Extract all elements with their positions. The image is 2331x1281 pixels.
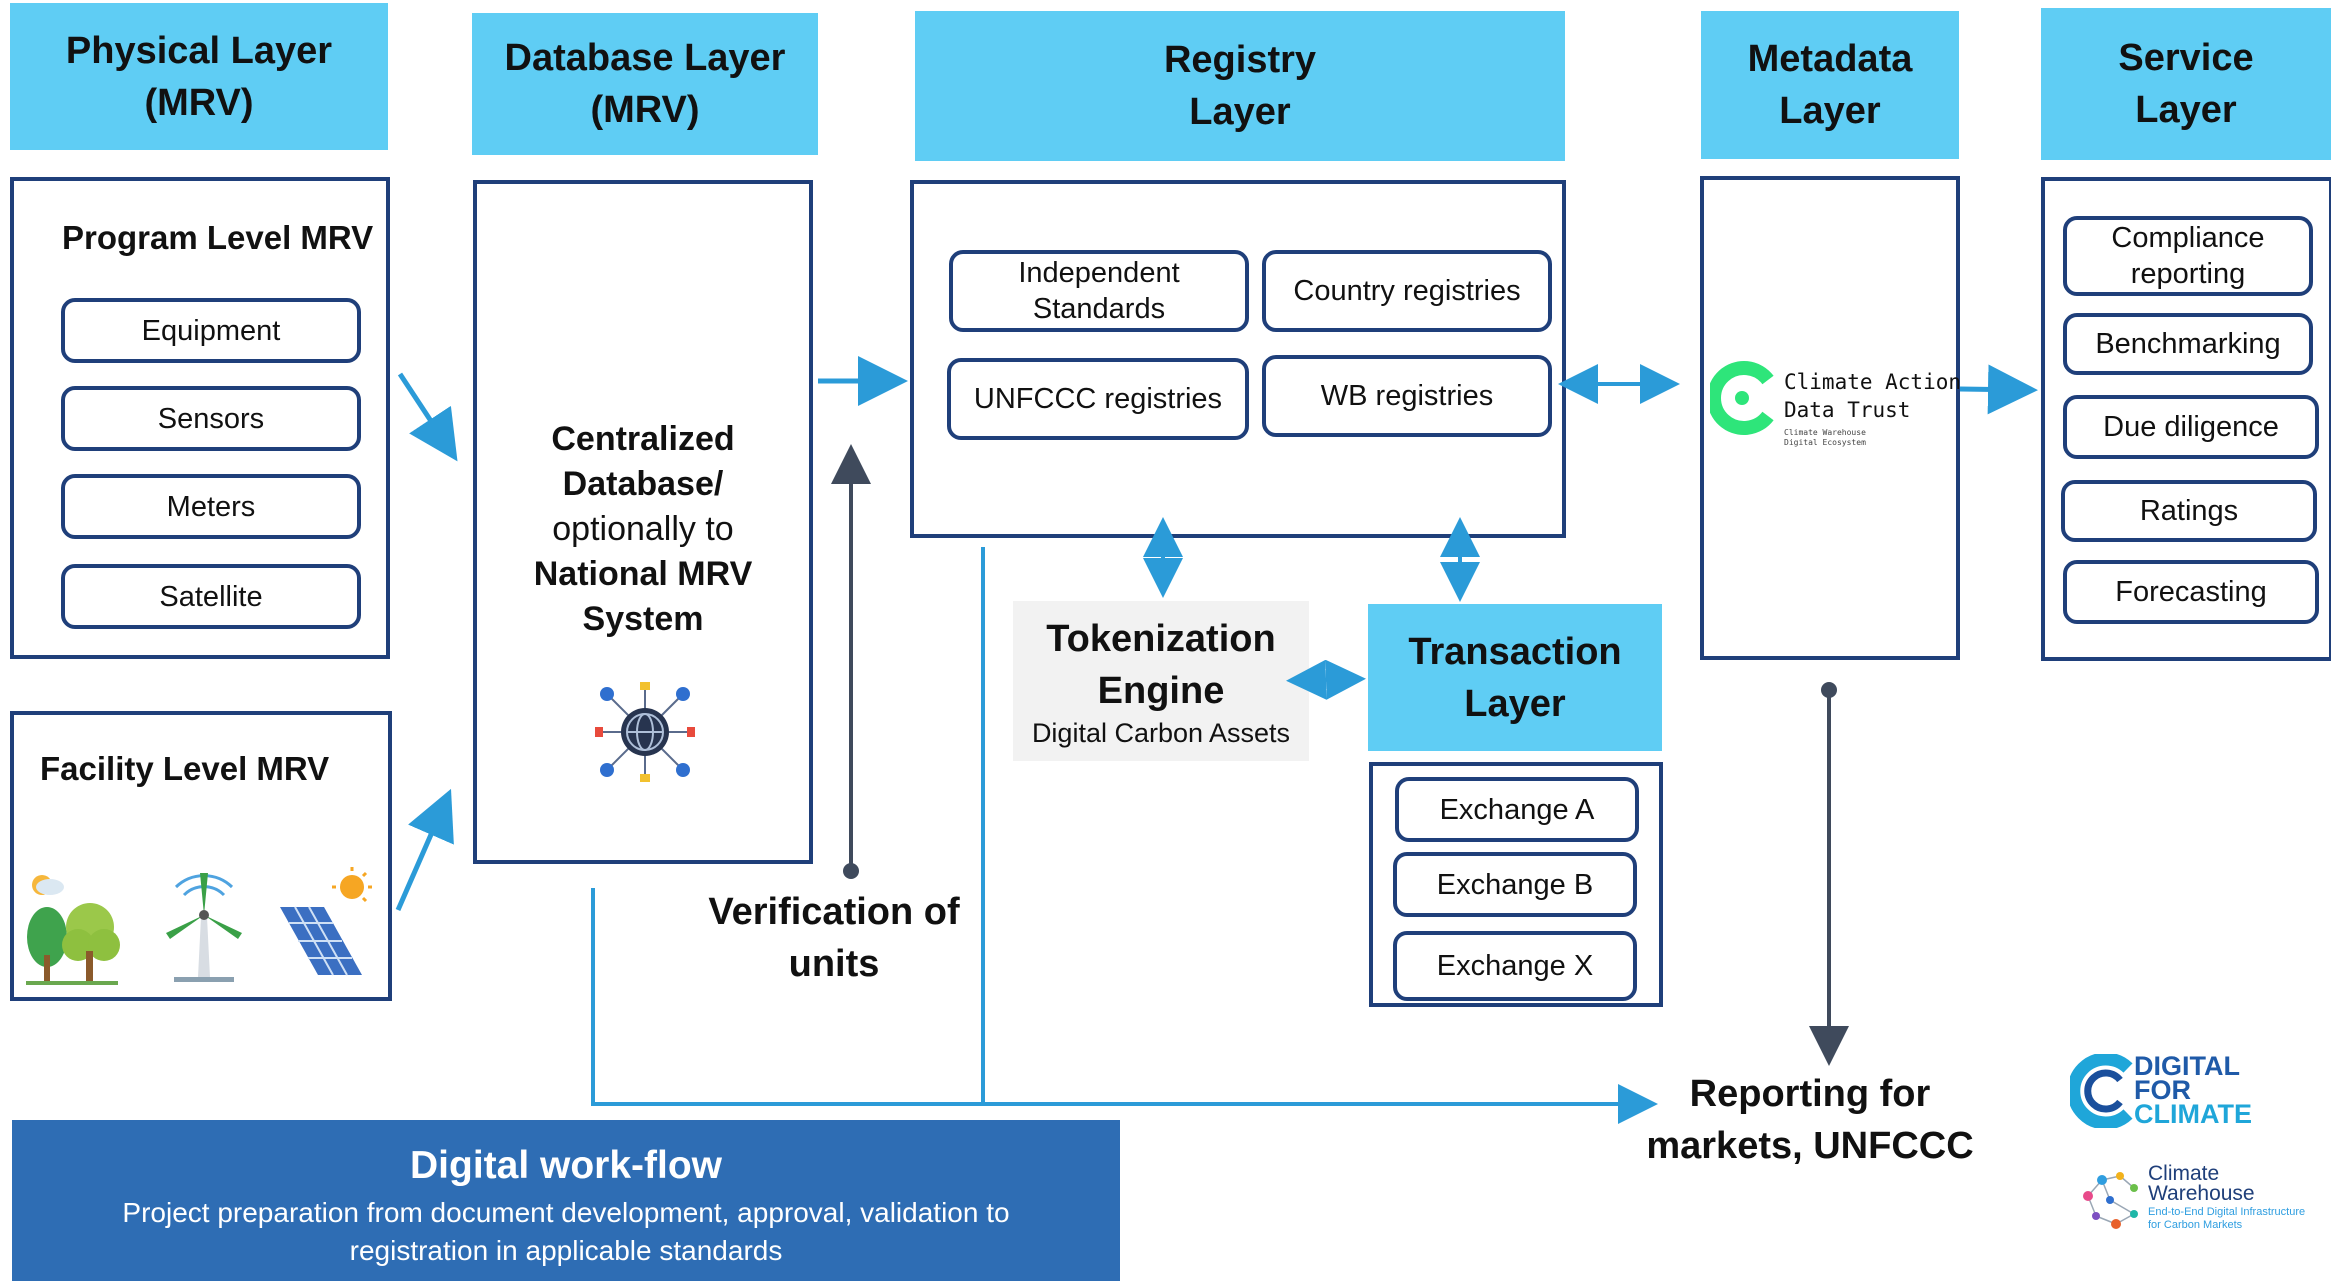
d4c-line2: FOR <box>2134 1075 2191 1105</box>
digital-workflow-title: Digital work-flow <box>410 1144 722 1187</box>
registry-layer-panel: Independent Standards Country registries… <box>910 180 1566 538</box>
sensors-item: Sensors <box>61 386 361 451</box>
cw-line1: Climate <box>2148 1162 2220 1185</box>
verification-of-units-label: Verification of units <box>708 891 960 985</box>
cadt-name: Climate Action Data Trust Climate Wareho… <box>1784 368 1961 448</box>
metadata-layer-panel: Climate Action Data Trust Climate Wareho… <box>1700 176 1961 660</box>
program-level-mrv-panel: Program Level MRV Equipment Sensors Mete… <box>10 177 390 659</box>
program-level-mrv-title: Program Level MRV <box>62 219 374 256</box>
climate-warehouse-wordmark: Climate Warehouse End-to-End Digital Inf… <box>2148 1162 2306 1232</box>
digital-workflow-description: Project preparation from document develo… <box>122 1197 1010 1266</box>
centralized-database-panel: Centralized Database/ optionally to Nati… <box>473 180 813 864</box>
benchmarking-item: Benchmarking <box>2063 313 2313 375</box>
verification-connector-dot <box>843 863 859 879</box>
cadt-small2: Digital Ecosystem <box>1784 438 1866 447</box>
d4c-line1: DIGITAL <box>2134 1051 2240 1081</box>
forecasting-item: Forecasting <box>2063 560 2319 624</box>
country-registries-item: Country registries <box>1262 250 1552 332</box>
solar-panel-icon <box>280 867 372 976</box>
reporting-for-markets-label: Reporting for markets, UNFCCC <box>1646 1073 1974 1167</box>
metadata-layer-header: Metadata Layer <box>1701 11 1959 159</box>
transaction-layer-panel: Exchange A Exchange B Exchange X <box>1369 762 1663 1007</box>
trees-icon <box>26 875 120 985</box>
wind-turbine-icon <box>166 873 242 982</box>
tokenization-engine-subtitle: Digital Carbon Assets <box>1031 718 1291 748</box>
wb-registries-item: WB registries <box>1262 355 1552 437</box>
exchange-b-item: Exchange B <box>1393 852 1637 917</box>
d4c-line3: CLIMATE <box>2134 1099 2252 1129</box>
climate-warehouse-logo-icon <box>2083 1172 2138 1229</box>
cw-line2: Warehouse <box>2148 1182 2255 1205</box>
facility-to-database-arrow <box>395 788 454 912</box>
database-line1: Centralized <box>551 420 735 458</box>
database-to-reporting-line <box>591 888 1658 1124</box>
independent-standards-item: Independent Standards <box>949 250 1249 332</box>
physical-layer-header: Physical Layer (MRV) <box>10 3 388 150</box>
unfccc-registries-item: UNFCCC registries <box>947 358 1249 440</box>
satellite-item: Satellite <box>61 564 361 629</box>
cw-line4: for Carbon Markets <box>2148 1219 2243 1231</box>
network-globe-icon <box>595 682 695 782</box>
tokenization-transaction-arrow <box>1286 659 1366 700</box>
exchange-a-item: Exchange A <box>1395 777 1639 842</box>
database-layer-header: Database Layer (MRV) <box>472 13 818 155</box>
facility-level-mrv-title: Facility Level MRV <box>40 750 330 787</box>
cw-line3: End-to-End Digital Infrastructure <box>2148 1206 2306 1218</box>
cadt-line1: Climate Action <box>1784 370 1962 394</box>
equipment-item: Equipment <box>61 298 361 363</box>
program-to-database-arrow <box>397 372 458 462</box>
cadt-line2: Data Trust <box>1784 398 1911 422</box>
registry-layer-header: Registry Layer <box>915 11 1565 161</box>
compliance-reporting-item: Compliance reporting <box>2063 216 2313 296</box>
ratings-item: Ratings <box>2061 480 2317 542</box>
tokenization-engine-title: Tokenization Engine <box>1046 618 1276 712</box>
climate-action-data-trust-logo-icon <box>1710 361 1774 435</box>
service-layer-panel: Compliance reporting Benchmarking Due di… <box>2041 177 2331 661</box>
transaction-layer-header: Transaction Layer <box>1368 604 1662 751</box>
exchange-x-item: Exchange X <box>1393 931 1637 1001</box>
service-layer-header: Service Layer <box>2041 8 2331 160</box>
digital-workflow-banner: Digital work-flow Project preparation fr… <box>12 1120 1120 1281</box>
meters-item: Meters <box>61 474 361 539</box>
digital-for-climate-wordmark: DIGITAL FOR CLIMATE <box>2134 1051 2252 1129</box>
facility-level-mrv-panel: Facility Level MRV <box>10 711 392 1001</box>
database-line5: System <box>582 600 704 638</box>
cadt-small1: Climate Warehouse <box>1784 428 1866 437</box>
metadata-to-service-arrow <box>1959 364 2038 415</box>
database-line4: National MRV <box>533 555 753 593</box>
due-diligence-item: Due diligence <box>2063 395 2319 459</box>
database-line2: Database/ <box>562 465 724 503</box>
database-description: Centralized Database/ optionally to Nati… <box>477 417 809 642</box>
database-line3: optionally to <box>552 510 734 548</box>
digital-for-climate-logo-icon <box>2070 1054 2133 1128</box>
tokenization-engine-box: Tokenization Engine Digital Carbon Asset… <box>1013 601 1309 761</box>
